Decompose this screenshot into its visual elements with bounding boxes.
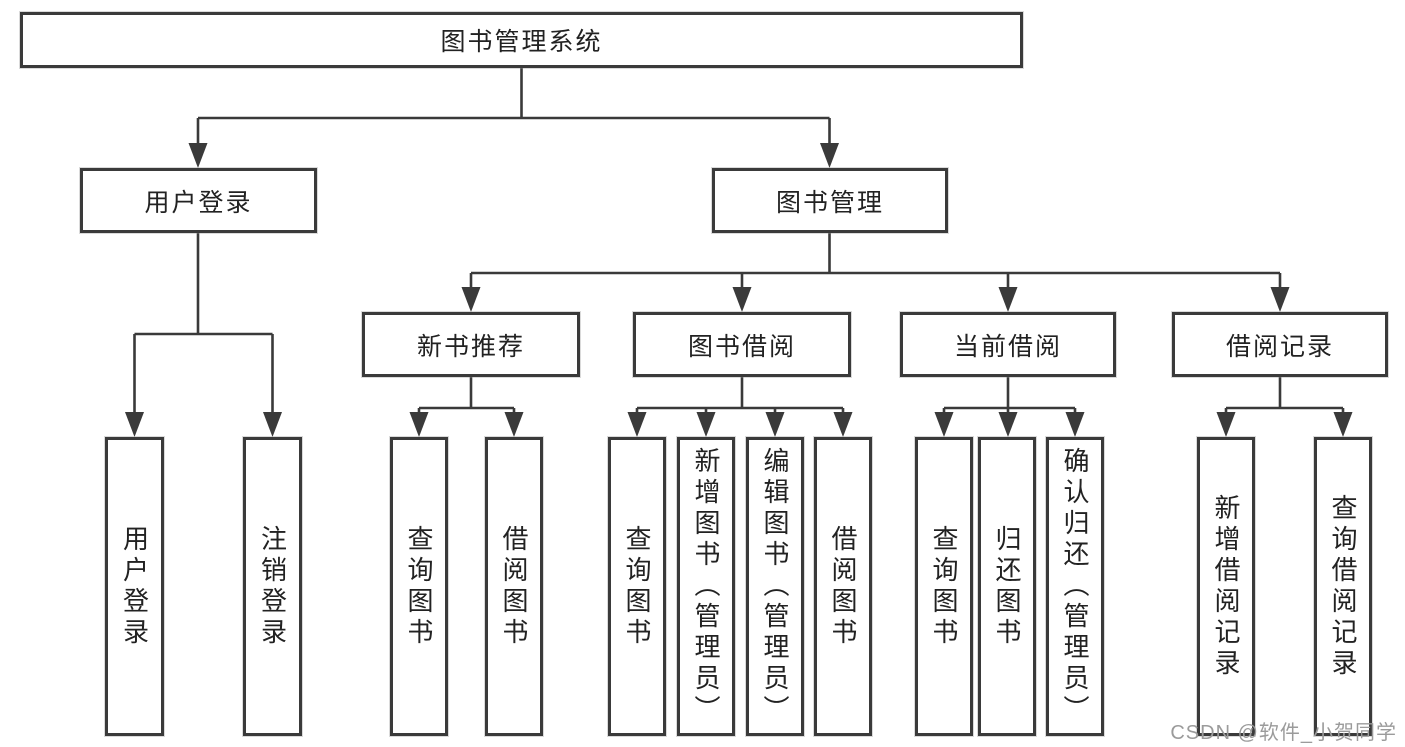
node-leaf-add-borrow-record: 新增借阅记录 — [1197, 437, 1255, 736]
node-leaf-query-borrow-record: 查询借阅记录 — [1314, 437, 1372, 736]
node-book-management: 图书管理 — [712, 168, 948, 233]
node-user-login: 用户登录 — [80, 168, 317, 233]
node-label: 查询借阅记录 — [1328, 493, 1358, 680]
connector-book-management-children — [469, 233, 1282, 308]
connector-root-to-level2 — [196, 68, 831, 164]
node-leaf-return-books: 归还图书 — [978, 437, 1036, 736]
node-label: 归还图书 — [992, 524, 1022, 649]
node-current-borrow: 当前借阅 — [900, 312, 1116, 377]
arrow-down-icon — [998, 287, 1018, 312]
node-label: 查询图书 — [622, 524, 652, 649]
node-label: 借阅记录 — [1225, 332, 1334, 361]
arrow-down-icon — [998, 412, 1018, 437]
node-label: 图书管理系统 — [440, 28, 603, 56]
arrow-down-icon — [696, 412, 716, 437]
node-label: 查询图书 — [404, 524, 434, 649]
arrow-down-icon — [125, 412, 144, 437]
arrow-down-icon — [263, 412, 282, 437]
node-label: 新增图书（管理员） — [691, 447, 721, 726]
node-borrow-records: 借阅记录 — [1172, 312, 1388, 377]
node-label: 当前借阅 — [953, 332, 1062, 361]
node-leaf-borrow-books: 借阅图书 — [485, 437, 543, 736]
node-label: 图书管理 — [775, 188, 884, 217]
node-new-book-recommend: 新书推荐 — [362, 312, 580, 377]
node-label: 图书借阅 — [687, 332, 796, 361]
node-leaf-add-book-admin: 新增图书（管理员） — [677, 437, 735, 736]
node-label: 用户登录 — [144, 188, 253, 217]
node-leaf-query-books: 查询图书 — [915, 437, 973, 736]
connector-borrow-records-children — [1224, 377, 1345, 433]
node-label: 新增借阅记录 — [1211, 493, 1241, 680]
arrow-down-icon — [820, 143, 839, 168]
node-leaf-logout: 注销登录 — [243, 437, 302, 736]
node-label: 查询图书 — [929, 524, 959, 649]
connector-new-book-recommend-children — [417, 377, 516, 433]
node-label: 编辑图书（管理员） — [760, 447, 790, 726]
arrow-down-icon — [1270, 287, 1290, 312]
arrow-down-icon — [934, 412, 954, 437]
arrow-down-icon — [1216, 412, 1236, 437]
node-book-borrow: 图书借阅 — [633, 312, 851, 377]
arrow-down-icon — [765, 412, 785, 437]
node-label: 新书推荐 — [416, 332, 525, 361]
node-leaf-borrow-books: 借阅图书 — [814, 437, 872, 736]
arrow-down-icon — [188, 143, 208, 168]
node-label: 用户登录 — [119, 524, 150, 649]
csdn-watermark: CSDN @软件_小贺同学 — [1170, 722, 1397, 744]
arrow-down-icon — [1333, 412, 1353, 437]
arrow-down-icon — [1065, 412, 1085, 437]
arrow-down-icon — [732, 287, 752, 312]
node-label: 注销登录 — [257, 524, 288, 649]
arrow-down-icon — [504, 412, 524, 437]
node-label: 借阅图书 — [828, 524, 858, 649]
node-label: 借阅图书 — [499, 524, 529, 649]
connector-current-borrow-children — [942, 377, 1077, 433]
connector-user-login-children — [133, 233, 274, 433]
node-leaf-edit-book-admin: 编辑图书（管理员） — [746, 437, 804, 736]
node-leaf-user-login: 用户登录 — [105, 437, 164, 736]
node-leaf-query-books: 查询图书 — [608, 437, 666, 736]
arrow-down-icon — [627, 412, 647, 437]
node-leaf-query-books: 查询图书 — [390, 437, 448, 736]
connector-book-borrow-children — [635, 377, 845, 433]
node-leaf-confirm-return-admin: 确认归还（管理员） — [1046, 437, 1104, 736]
arrow-down-icon — [833, 412, 853, 437]
node-label: 确认归还（管理员） — [1060, 447, 1090, 726]
arrow-down-icon — [461, 287, 481, 312]
arrow-down-icon — [409, 412, 429, 437]
node-library-management-system: 图书管理系统 — [20, 12, 1023, 68]
